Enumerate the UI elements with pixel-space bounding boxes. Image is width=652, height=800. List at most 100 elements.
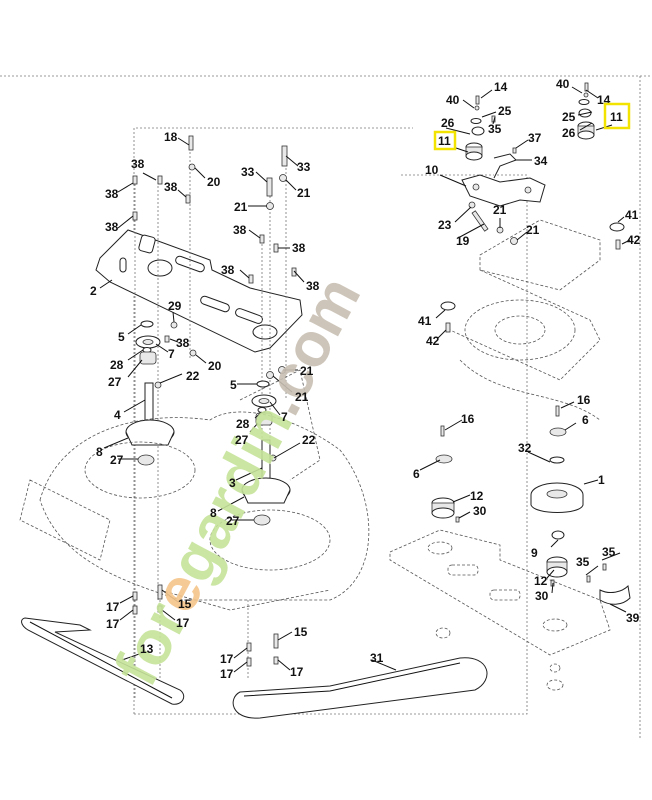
callout-17: 17 xyxy=(106,600,120,614)
callout-15: 15 xyxy=(294,625,308,639)
callout-29: 29 xyxy=(168,299,182,313)
bolt-18 xyxy=(188,135,194,151)
callout-17: 17 xyxy=(220,667,234,681)
callout-39: 39 xyxy=(626,611,640,625)
callout-17: 17 xyxy=(176,616,190,630)
callout-42: 42 xyxy=(426,334,440,348)
callout-2: 2 xyxy=(90,284,97,298)
callout-28: 28 xyxy=(110,358,124,372)
callout-38: 38 xyxy=(233,223,247,237)
callout-10: 10 xyxy=(425,163,439,177)
bracket-34 xyxy=(493,153,517,179)
callout-28: 28 xyxy=(236,417,250,431)
nuts xyxy=(154,163,287,462)
callout-38: 38 xyxy=(176,336,190,350)
belt-13 xyxy=(21,617,185,705)
callout-21: 21 xyxy=(297,186,311,200)
idler-arm-10 xyxy=(461,174,546,207)
callout-12: 12 xyxy=(534,574,548,588)
callout-38: 38 xyxy=(131,157,145,171)
callout-7: 7 xyxy=(168,347,175,361)
callout-30: 30 xyxy=(535,589,549,603)
callout-4: 4 xyxy=(114,408,121,422)
guard-39 xyxy=(586,563,631,605)
callout-15: 15 xyxy=(178,597,192,611)
callout-19: 19 xyxy=(456,234,470,248)
callout-13: 13 xyxy=(140,642,154,656)
callout-21: 21 xyxy=(526,223,540,237)
callout-37: 37 xyxy=(528,131,542,145)
callout-21: 21 xyxy=(493,203,507,217)
callout-8: 8 xyxy=(210,506,217,520)
callout-35: 35 xyxy=(602,545,616,559)
callout-33: 33 xyxy=(241,165,255,179)
belt-31 xyxy=(232,657,488,719)
callout-21: 21 xyxy=(300,364,314,378)
callout-35: 35 xyxy=(576,555,590,569)
bolts-15-17 xyxy=(132,584,279,667)
spindle-center xyxy=(241,380,291,526)
callout-41: 41 xyxy=(625,208,639,222)
lower-plate xyxy=(389,529,611,691)
callout-31: 31 xyxy=(370,651,384,665)
callout-27: 27 xyxy=(110,453,124,467)
callout-17: 17 xyxy=(106,617,120,631)
small-fasteners-right-top xyxy=(440,115,625,333)
callout-27: 27 xyxy=(108,375,122,389)
top-plate xyxy=(95,229,303,353)
callout-21: 21 xyxy=(295,390,309,404)
callout-11-highlighted: 11 xyxy=(610,110,623,124)
callout-16: 16 xyxy=(461,412,475,426)
callout-22: 22 xyxy=(302,433,316,447)
callout-20: 20 xyxy=(207,175,221,189)
callout-26: 26 xyxy=(562,126,576,140)
callout-12: 12 xyxy=(470,489,484,503)
right-deck-plate xyxy=(449,219,601,421)
callout-18: 18 xyxy=(164,130,178,144)
callout-35: 35 xyxy=(488,122,502,136)
callout-26: 26 xyxy=(441,116,455,130)
pulley-11-left xyxy=(465,95,485,161)
deck-housing xyxy=(19,369,370,611)
callout-25: 25 xyxy=(562,110,576,124)
callout-40: 40 xyxy=(446,93,460,107)
callout-33: 33 xyxy=(297,160,311,174)
leader-lines xyxy=(99,86,631,673)
callout-38: 38 xyxy=(164,180,178,194)
callout-21: 21 xyxy=(234,200,248,214)
callout-8: 8 xyxy=(96,445,103,459)
callout-5: 5 xyxy=(230,378,237,392)
pulley-12-left xyxy=(431,425,460,523)
callout-38: 38 xyxy=(105,187,119,201)
callout-40: 40 xyxy=(556,77,570,91)
frame-center-box xyxy=(134,174,528,715)
callout-27: 27 xyxy=(226,514,240,528)
pulley-11-right xyxy=(577,82,595,140)
callout-9: 9 xyxy=(531,546,538,560)
callout-5: 5 xyxy=(118,330,125,344)
frame-left-box xyxy=(133,127,413,714)
callout-3: 3 xyxy=(229,476,236,490)
callout-42: 42 xyxy=(627,233,641,247)
bolts-38 xyxy=(132,175,297,343)
callout-labels: 18 38 38 38 38 20 33 33 21 21 38 38 38 3… xyxy=(90,77,641,681)
callout-6: 6 xyxy=(413,467,420,481)
callout-17: 17 xyxy=(290,665,304,679)
callout-20: 20 xyxy=(208,359,222,373)
callout-32: 32 xyxy=(518,441,532,455)
callout-38: 38 xyxy=(292,241,306,255)
callout-22: 22 xyxy=(186,369,200,383)
callout-38: 38 xyxy=(306,279,320,293)
highlight-box-11-left xyxy=(433,130,457,151)
callout-27: 27 xyxy=(235,433,249,447)
callout-30: 30 xyxy=(473,504,487,518)
callout-14: 14 xyxy=(494,80,508,94)
callout-16: 16 xyxy=(577,393,591,407)
callout-41: 41 xyxy=(418,314,432,328)
spindle-left xyxy=(125,320,175,466)
pulley-1 xyxy=(530,405,584,587)
bolts-33 xyxy=(266,145,288,197)
callout-38: 38 xyxy=(221,263,235,277)
